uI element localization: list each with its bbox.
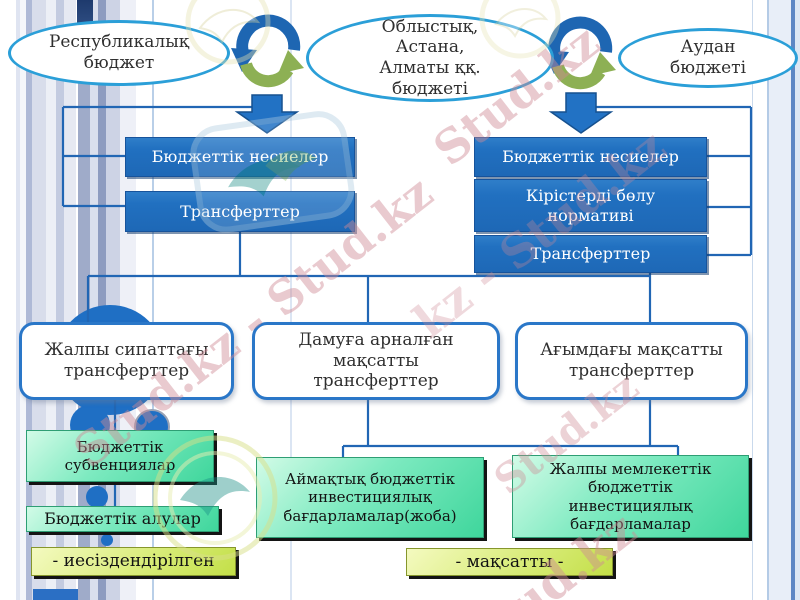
box-national-programs-label: Жалпы мемлекеттік бюджеттік инвестициялы… bbox=[549, 459, 712, 533]
exchange-arrows-right bbox=[543, 16, 616, 90]
box-regional-programs-label: Аймақтық бюджеттік инвестициялық бағдарл… bbox=[283, 470, 457, 525]
box-left-budget-credits-label: Бюджеттік несиелер bbox=[151, 147, 329, 167]
tag-targeted-label: - мақсатты - bbox=[455, 551, 564, 572]
right-frame-edge bbox=[795, 0, 800, 600]
box-national-programs[interactable]: Жалпы мемлекеттік бюджеттік инвестициялы… bbox=[512, 455, 749, 538]
guide-line-mid bbox=[290, 0, 292, 600]
ellipse-republic-label: Республикалық бюджет bbox=[48, 32, 190, 73]
tag-unowned-label: - иесіздендірілген bbox=[52, 551, 215, 572]
tag-targeted[interactable]: - мақсатты - bbox=[406, 548, 613, 576]
bottom-blue-bar bbox=[33, 589, 78, 600]
box-right-transfers[interactable]: Трансферттер bbox=[474, 235, 707, 273]
box-regional-programs[interactable]: Аймақтық бюджеттік инвестициялық бағдарл… bbox=[256, 457, 484, 538]
ellipse-republic-budget[interactable]: Республикалық бюджет bbox=[8, 20, 230, 86]
rect-development-transfers-label: Дамуға арналған мақсатты трансферттер bbox=[298, 329, 454, 392]
box-budget-subventions-label: Бюджеттік субвенциялар bbox=[64, 437, 176, 474]
guide-line-left bbox=[152, 0, 154, 600]
ellipse-audan-label: Аудан бюджеті bbox=[669, 37, 747, 78]
box-left-budget-credits[interactable]: Бюджеттік несиелер bbox=[125, 137, 355, 177]
down-arrow-left bbox=[234, 94, 300, 134]
box-left-transfers-label: Трансферттер bbox=[180, 201, 300, 221]
rect-development-transfers[interactable]: Дамуға арналған мақсатты трансферттер bbox=[252, 322, 500, 400]
box-left-transfers[interactable]: Трансферттер bbox=[125, 191, 355, 232]
exchange-arrows-left bbox=[231, 14, 304, 88]
box-budget-subventions[interactable]: Бюджеттік субвенциялар bbox=[26, 430, 214, 482]
tag-unowned[interactable]: - иесіздендірілген bbox=[31, 547, 236, 576]
box-budget-withdrawals[interactable]: Бюджеттік алулар bbox=[26, 506, 219, 532]
down-arrow-right bbox=[548, 92, 614, 134]
ellipse-oblast-budget[interactable]: Облыстық, Астана, Алматы ққ. бюджеті bbox=[306, 14, 554, 102]
box-budget-withdrawals-label: Бюджеттік алулар bbox=[44, 509, 201, 529]
box-right-budget-credits[interactable]: Бюджеттік несиелер bbox=[474, 137, 707, 177]
rect-current-transfers-label: Ағымдағы мақсатты трансферттер bbox=[540, 340, 723, 381]
box-right-income-norm-label: Кірістерді бөлу нормативі bbox=[525, 185, 656, 225]
right-frame-line2 bbox=[791, 0, 795, 600]
box-right-budget-credits-label: Бюджеттік несиелер bbox=[502, 147, 679, 167]
rect-general-transfers-label: Жалпы сипаттағы трансферттер bbox=[44, 340, 209, 381]
ellipse-oblast-label: Облыстық, Астана, Алматы ққ. бюджеті bbox=[379, 16, 481, 99]
rect-general-transfers[interactable]: Жалпы сипаттағы трансферттер bbox=[19, 322, 234, 400]
right-frame-line1 bbox=[752, 0, 753, 600]
right-frame-band bbox=[767, 0, 791, 600]
rect-current-transfers[interactable]: Ағымдағы мақсатты трансферттер bbox=[515, 322, 748, 400]
ellipse-audan-budget[interactable]: Аудан бюджеті bbox=[618, 28, 798, 88]
box-right-transfers-label: Трансферттер bbox=[530, 244, 651, 264]
box-right-income-norm[interactable]: Кірістерді бөлу нормативі bbox=[474, 179, 707, 232]
